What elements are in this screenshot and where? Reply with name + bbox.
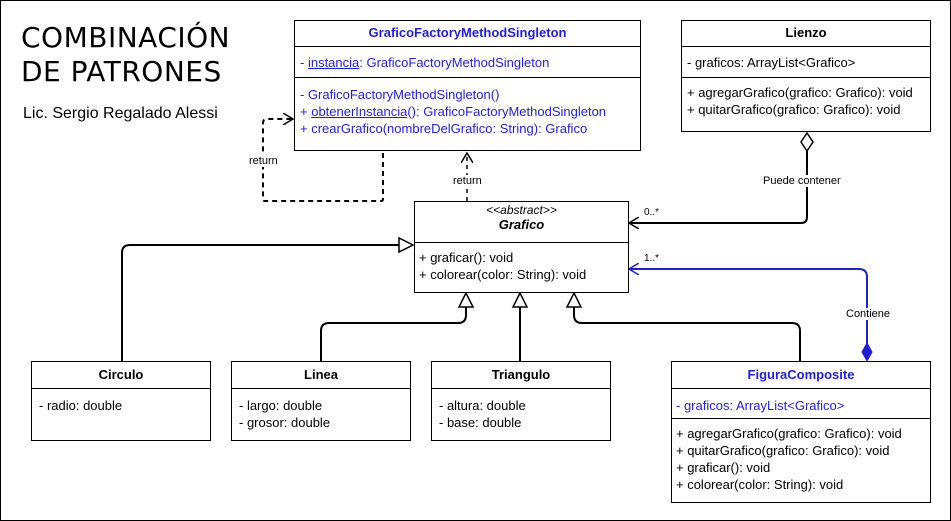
class-factory-name: GraficoFactoryMethodSingleton <box>368 25 567 40</box>
class-grafico-name: Grafico <box>498 217 545 232</box>
composite-inheritance-arrow <box>565 291 583 308</box>
class-circulo-name: Circulo <box>98 367 144 382</box>
linea-inheritance-arrow <box>457 291 475 308</box>
class-circulo: Circulo - radio: double <box>31 361 211 441</box>
circulo-inheritance-line <box>121 244 399 361</box>
linea-inheritance-line <box>320 307 467 361</box>
class-lienzo-attributes: - graficos: ArrayList<Grafico> <box>682 46 930 77</box>
label-grafico-return: return <box>451 175 484 187</box>
class-figura-composite: FiguraComposite - graficos: ArrayList<Gr… <box>671 361 931 503</box>
class-linea-attributes: - largo: double - grosor: double <box>232 388 410 435</box>
composite-inheritance-line <box>573 307 801 361</box>
op-obtener-instancia: + obtenerInstancia(): GraficoFactoryMeth… <box>300 104 607 119</box>
class-grafico-operations: + graficar(): void + colorear(color: Str… <box>415 242 628 287</box>
label-contiene: Contiene <box>844 308 893 320</box>
lienzo-aggregation-diamond <box>800 131 814 153</box>
class-lienzo-name: Lienzo <box>785 25 827 40</box>
circulo-inheritance-arrow <box>398 236 415 254</box>
attr-instancia: instancia <box>307 55 360 70</box>
title-line-1: COMBINACIÓN <box>21 21 231 54</box>
class-composite-attributes: - graficos: ArrayList<Grafico> <box>672 388 930 418</box>
class-factory-operations: - GraficoFactoryMethodSingleton() + obte… <box>295 77 640 141</box>
class-composite-name: FiguraComposite <box>747 367 855 382</box>
class-lienzo: Lienzo - graficos: ArrayList<Grafico> + … <box>681 20 931 132</box>
class-lienzo-operations: + agregarGrafico(grafico: Grafico): void… <box>682 77 930 122</box>
title-line-2: DE PATRONES <box>21 55 222 88</box>
self-return-line <box>262 119 384 202</box>
op-constructor: - GraficoFactoryMethodSingleton() <box>300 87 500 102</box>
label-puede-contener: Puede contener <box>761 175 843 187</box>
class-factory-attributes: - instancia: GraficoFactoryMethodSinglet… <box>295 46 640 77</box>
class-circulo-attributes: - radio: double <box>32 388 210 418</box>
class-factory: GraficoFactoryMethodSingleton - instanci… <box>294 20 641 151</box>
label-mult-0-many: 0..* <box>644 207 660 218</box>
class-triangulo-name: Triangulo <box>491 367 551 382</box>
author-name: Lic. Sergio Regalado Alessi <box>23 105 218 122</box>
diagram-title: COMBINACIÓN DE PATRONES <box>21 21 230 89</box>
class-triangulo-attributes: - altura: double - base: double <box>432 388 610 435</box>
op-crear-grafico: + crearGrafico(nombreDelGrafico: String)… <box>300 121 588 136</box>
class-linea: Linea - largo: double - grosor: double <box>231 361 411 441</box>
class-linea-name: Linea <box>304 367 338 382</box>
class-grafico-stereotype: <<abstract>> <box>486 203 557 217</box>
class-composite-operations: + agregarGrafico(grafico: Grafico): void… <box>672 418 930 497</box>
triangulo-inheritance-arrow <box>511 291 529 308</box>
class-triangulo: Triangulo - altura: double - base: doubl… <box>431 361 611 441</box>
label-mult-1-many: 1..* <box>644 253 660 264</box>
composite-composition-diamond <box>861 341 873 363</box>
lienzo-aggregation-line <box>629 151 808 223</box>
composite-composition-line <box>629 269 868 345</box>
class-grafico: <<abstract>> Grafico + graficar(): void … <box>414 201 629 293</box>
label-self-return: return <box>247 155 280 167</box>
